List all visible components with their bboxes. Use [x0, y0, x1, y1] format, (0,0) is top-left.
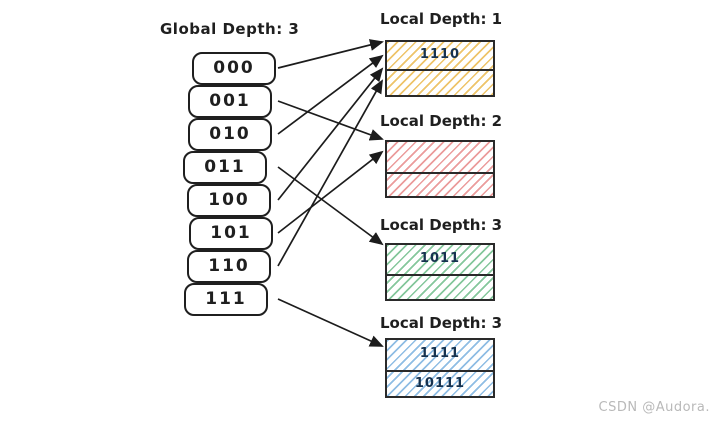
bucket-2-slot-1 — [387, 274, 493, 299]
bucket-0-label: Local Depth: 1 — [380, 10, 503, 28]
bucket-1 — [385, 140, 495, 198]
global-depth-label: Global Depth: 3 — [160, 20, 300, 38]
arrow-100-to-bucket-0 — [277, 67, 384, 201]
directory-entry-101: 101 — [189, 217, 273, 250]
bucket-2-slot-0: 1011 — [419, 251, 461, 266]
directory-entry-000: 000 — [192, 52, 276, 85]
arrow-010-to-bucket-0 — [277, 54, 384, 135]
directory-entry-110: 110 — [187, 250, 271, 283]
directory-entry-001: 001 — [188, 85, 272, 118]
arrow-101-to-bucket-1 — [277, 150, 384, 234]
bucket-0-slot-0: 1110 — [419, 47, 461, 62]
bucket-2-label: Local Depth: 3 — [380, 216, 503, 234]
bucket-1-label: Local Depth: 2 — [380, 112, 503, 130]
bucket-3-label: Local Depth: 3 — [380, 314, 503, 332]
bucket-3-slot-1: 10111 — [387, 370, 493, 396]
directory-entry-011: 011 — [183, 151, 267, 184]
bucket-0: 1110 — [385, 40, 495, 97]
directory-entry-010: 010 — [188, 118, 272, 151]
bucket-3-slot-0: 1111 — [419, 346, 461, 361]
directory-entry-111: 111 — [184, 283, 268, 316]
bucket-2: 1011 — [385, 243, 495, 301]
arrow-001-to-bucket-1 — [277, 100, 384, 141]
arrow-011-to-bucket-2 — [277, 166, 384, 246]
bucket-3: 1111 10111 — [385, 338, 495, 398]
bucket-0-slot-1 — [387, 69, 493, 95]
directory-entry-100: 100 — [187, 184, 271, 217]
arrow-111-to-bucket-3 — [277, 298, 384, 347]
bucket-1-slot-0 — [387, 142, 493, 172]
arrow-000-to-bucket-0 — [277, 39, 384, 69]
watermark: CSDN @Audora. — [598, 400, 710, 415]
arrow-110-to-bucket-0 — [277, 79, 383, 267]
bucket-1-slot-1 — [387, 172, 493, 196]
